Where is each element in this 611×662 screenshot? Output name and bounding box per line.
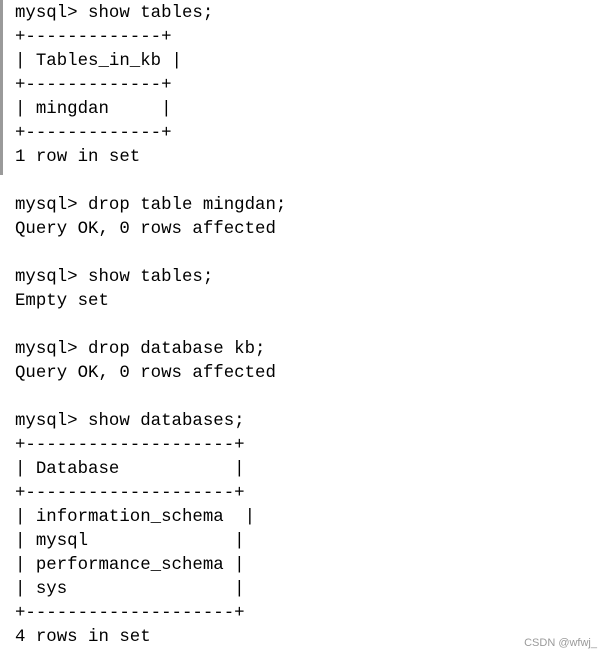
table-row: | performance_schema | — [15, 556, 245, 575]
blank-line — [15, 170, 286, 194]
table-border: +-------------+ — [15, 124, 172, 143]
query-result: Query OK, 0 rows affected — [15, 364, 276, 383]
prompt-show-tables: mysql> show tables; — [15, 268, 214, 287]
prompt-drop-table: mysql> drop table mingdan; — [15, 196, 287, 215]
blank-line — [15, 386, 286, 410]
prompt-show-tables: mysql> show tables; — [15, 4, 214, 23]
blank-line — [15, 242, 286, 266]
table-row: | mingdan | — [15, 100, 172, 119]
result-summary: 4 rows in set — [15, 628, 151, 647]
table-header: | Database | — [15, 460, 245, 479]
terminal-output: mysql> show tables; +-------------+ | Ta… — [15, 2, 286, 650]
query-result: Empty set — [15, 292, 109, 311]
table-border: +-------------+ — [15, 28, 172, 47]
watermark: CSDN @wfwj_ — [524, 637, 597, 649]
table-row: | information_schema | — [15, 508, 256, 527]
result-summary: 1 row in set — [15, 148, 141, 167]
table-border: +--------------------+ — [15, 484, 245, 503]
query-result: Query OK, 0 rows affected — [15, 220, 276, 239]
table-row: | mysql | — [15, 532, 245, 551]
prompt-drop-database: mysql> drop database kb; — [15, 340, 266, 359]
prompt-show-databases: mysql> show databases; — [15, 412, 245, 431]
window-left-border — [0, 0, 3, 175]
table-border: +--------------------+ — [15, 604, 245, 623]
table-row: | sys | — [15, 580, 245, 599]
table-border: +-------------+ — [15, 76, 172, 95]
table-border: +--------------------+ — [15, 436, 245, 455]
blank-line — [15, 314, 286, 338]
table-header: | Tables_in_kb | — [15, 52, 182, 71]
